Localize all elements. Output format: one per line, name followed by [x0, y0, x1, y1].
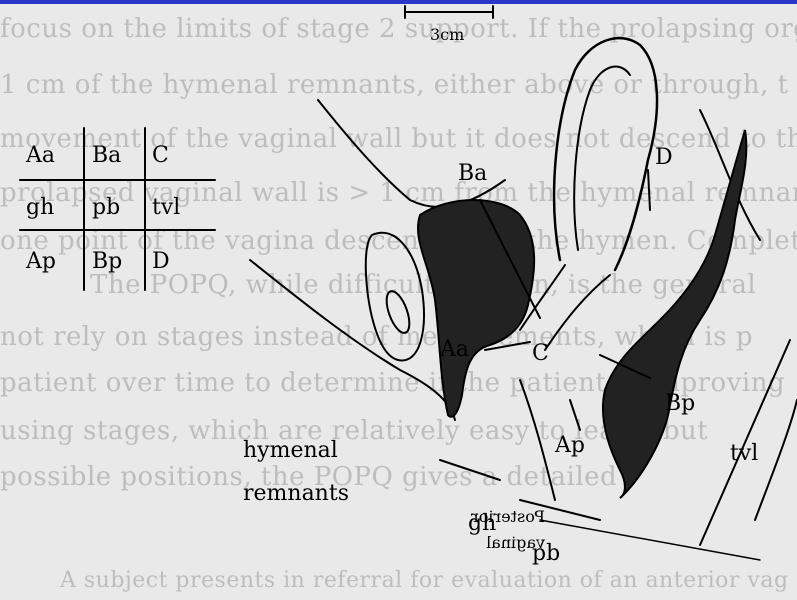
label-bp: Bp: [665, 391, 695, 416]
lower-body-curve: [250, 260, 455, 420]
upper-wall-curve: [318, 100, 505, 207]
grid-cell-aa: Aa: [25, 143, 55, 168]
perineal-line: [520, 380, 555, 500]
grid-cell-ap: Ap: [25, 249, 56, 274]
label-c: C: [532, 341, 549, 366]
label-ba: Ba: [458, 161, 487, 186]
pubic-bone-outline: [366, 233, 424, 361]
label-aa: Aa: [439, 337, 469, 362]
grid-cell-c: C: [152, 143, 169, 168]
bladder-mass: [418, 200, 534, 417]
arrow-d: [648, 170, 650, 210]
measurement-grid: Aa Ba C gh pb tvl Ap Bp D: [20, 128, 215, 290]
scale-label: 3cm: [430, 25, 464, 44]
label-remnants: remnants: [243, 481, 349, 506]
grid-cell-d: D: [152, 249, 170, 274]
label-ap: Ap: [554, 433, 585, 458]
baseline-line: [540, 520, 760, 560]
sacral-curve: [755, 400, 797, 520]
label-d: D: [655, 145, 673, 170]
uterus-inner: [574, 67, 630, 250]
rectum-mass: [603, 130, 746, 498]
vaginal-wall-posterior: [545, 275, 610, 350]
mirrored-text-line2: vaginal: [486, 533, 546, 552]
grid-cell-bp: Bp: [92, 249, 122, 274]
pubic-bone-inner: [382, 288, 414, 336]
label-tvl: tvl: [730, 441, 758, 466]
grid-cell-tvl: tvl: [152, 195, 180, 220]
uterus-outline: [554, 38, 657, 270]
arrow-ap: [570, 400, 580, 430]
grid-cell-pb: pb: [92, 195, 120, 220]
grid-cell-ba: Ba: [92, 143, 121, 168]
grid-cell-gh: gh: [26, 195, 54, 220]
arrow-gh: [440, 460, 500, 480]
scale-bar: 3cm: [405, 6, 493, 44]
mirrored-text-line1: Posterior: [471, 507, 545, 526]
label-hymenal: hymenal: [243, 438, 338, 463]
